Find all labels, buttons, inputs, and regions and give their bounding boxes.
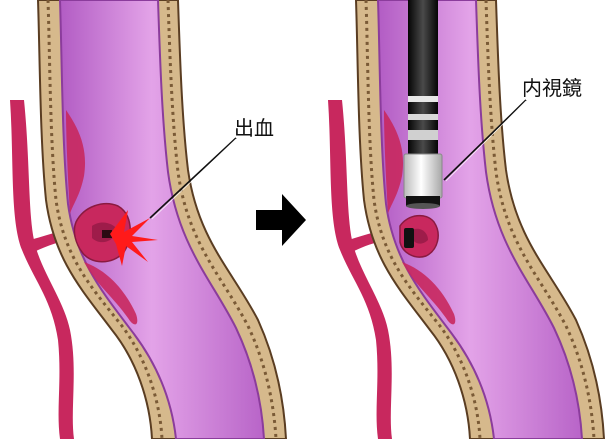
hemostatic-clip	[404, 228, 414, 248]
right-panel	[328, 0, 604, 439]
left-panel	[10, 0, 286, 439]
endoscope-label: 内視鏡	[522, 78, 582, 98]
endoscope	[404, 0, 442, 209]
bleeding-label: 出血	[234, 118, 274, 138]
right-arrow-icon	[256, 194, 306, 246]
